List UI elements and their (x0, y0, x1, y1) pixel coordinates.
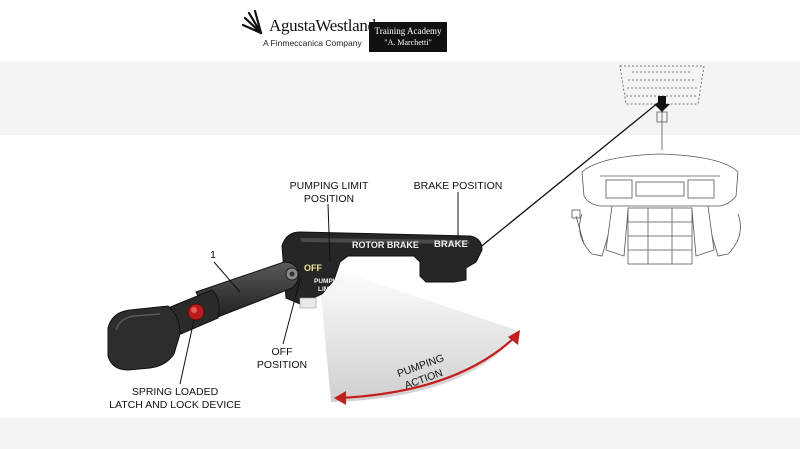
brand-name: AgustaWestland (269, 16, 376, 35)
item-1-leader (213, 261, 241, 293)
arrow-head-left (334, 391, 346, 405)
sunburst-logo-icon (241, 9, 263, 35)
training-academy-box: Training Academy "A. Marchetti" (369, 22, 447, 52)
arrow-head-right (508, 330, 520, 345)
panel-rotor-brake-text: ROTOR BRAKE (352, 240, 419, 250)
off-position-label: OFF POSITION (256, 346, 308, 371)
rotor-brake-panel (281, 231, 483, 305)
brand-tagline: A Finmeccanica Company (263, 38, 362, 48)
pumping-limit-position-label: PUMPING LIMIT POSITION (289, 180, 369, 205)
panel-highlight (300, 238, 470, 244)
panel-pumping-text: PUMPING (314, 278, 344, 285)
agustawestland-logo: AgustaWestland A Finmeccanica Company (241, 6, 447, 52)
brake-lever (107, 261, 299, 371)
cockpit-overview (571, 65, 741, 265)
lever-shaft (195, 261, 299, 321)
lever-grip (107, 305, 181, 371)
off-position-leader (282, 275, 302, 345)
spring-loaded-leader (179, 319, 195, 385)
spring-loaded-label: SPRING LOADED LATCH AND LOCK DEVICE (109, 386, 241, 411)
panel-brake-text: BRAKE (434, 239, 468, 250)
panel-limit-text: LIMIT (318, 286, 335, 293)
latch-detail-box (299, 297, 317, 309)
cockpit-location-marker (654, 96, 670, 112)
academy-name: "A. Marchetti" (384, 38, 432, 47)
location-leader-line (477, 97, 665, 250)
panel-off-text: OFF (304, 263, 322, 273)
pumping-action-arrow (339, 335, 517, 400)
item-number-label: 1 (210, 249, 216, 261)
leader-lines (179, 192, 459, 385)
pumping-limit-leader (327, 203, 331, 263)
academy-title: Training Academy (374, 26, 442, 36)
brake-position-label: BRAKE POSITION (413, 180, 503, 192)
